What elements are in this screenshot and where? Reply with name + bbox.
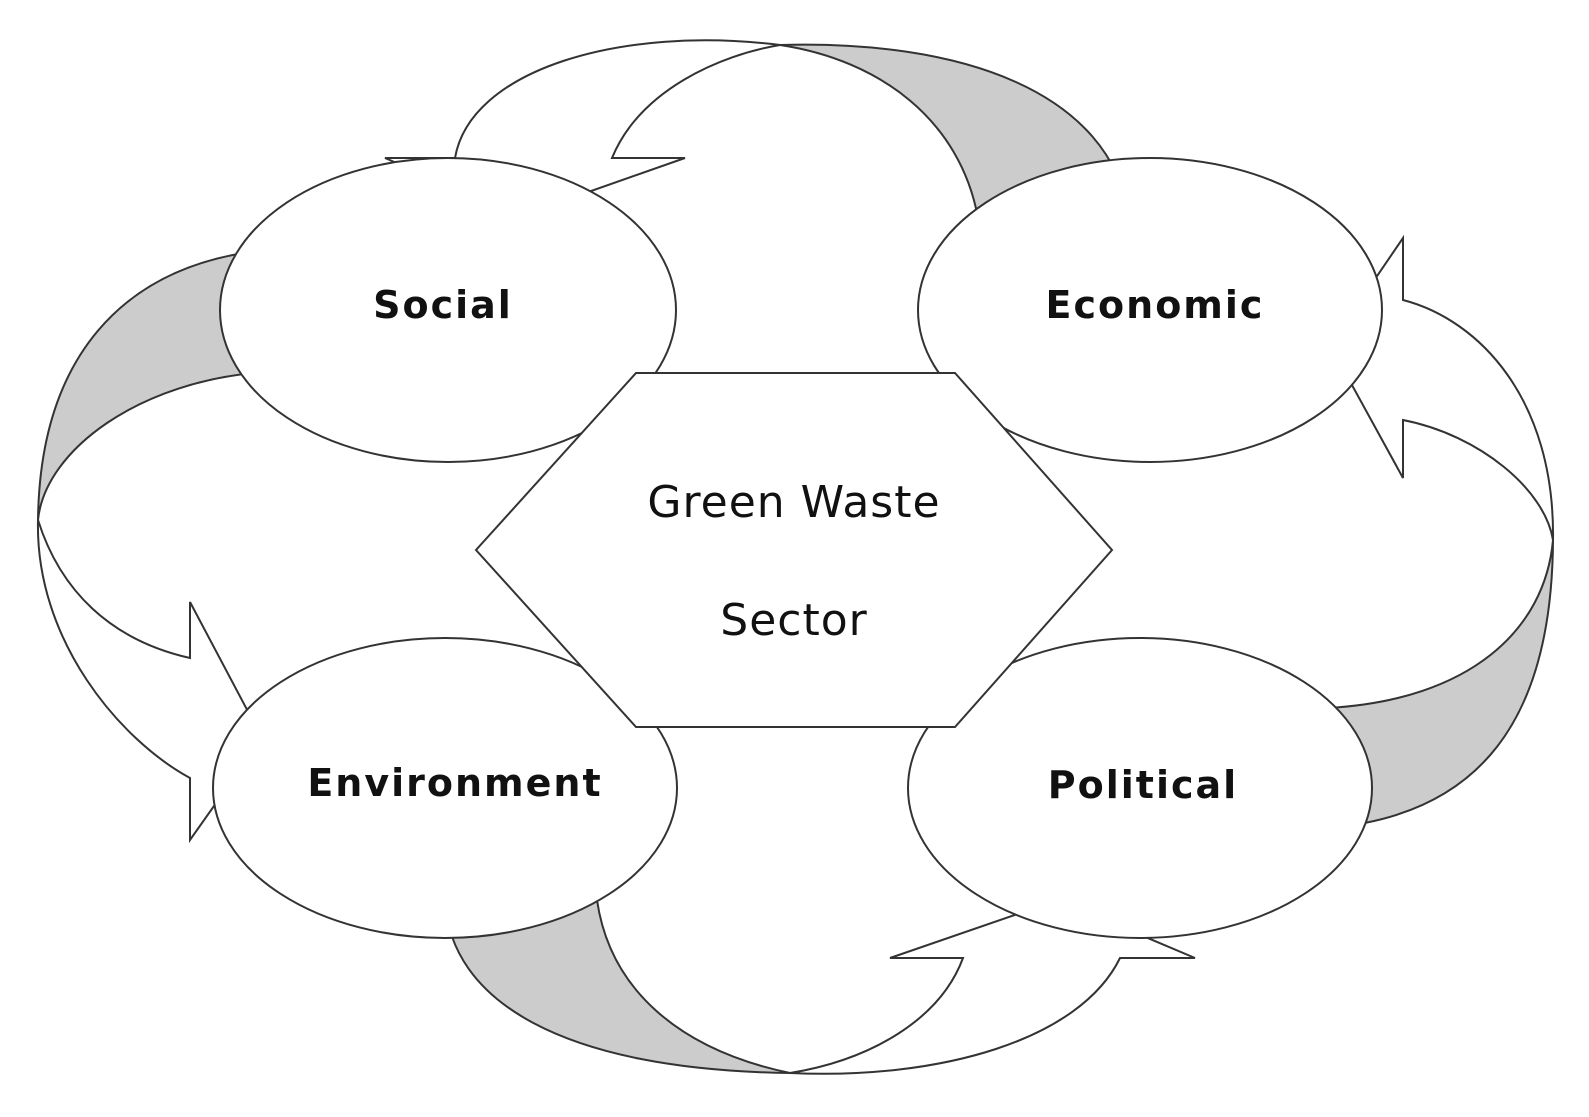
label-economic: Economic (1046, 283, 1265, 327)
node-political (907, 637, 1373, 939)
center-label-line2: Sector (720, 595, 867, 646)
node-environment (212, 637, 678, 939)
label-social: Social (373, 283, 513, 327)
arrow-political-to-economic (1327, 234, 1555, 830)
label-political: Political (1048, 763, 1238, 807)
arrow-environment-to-political (443, 898, 1196, 1075)
center-hexagon (474, 372, 1114, 728)
node-economic (917, 157, 1383, 463)
arrow-social-to-environment (36, 248, 267, 844)
label-environment: Environment (307, 761, 602, 805)
node-social (219, 157, 677, 463)
center-label-line1: Green Waste (647, 477, 940, 528)
